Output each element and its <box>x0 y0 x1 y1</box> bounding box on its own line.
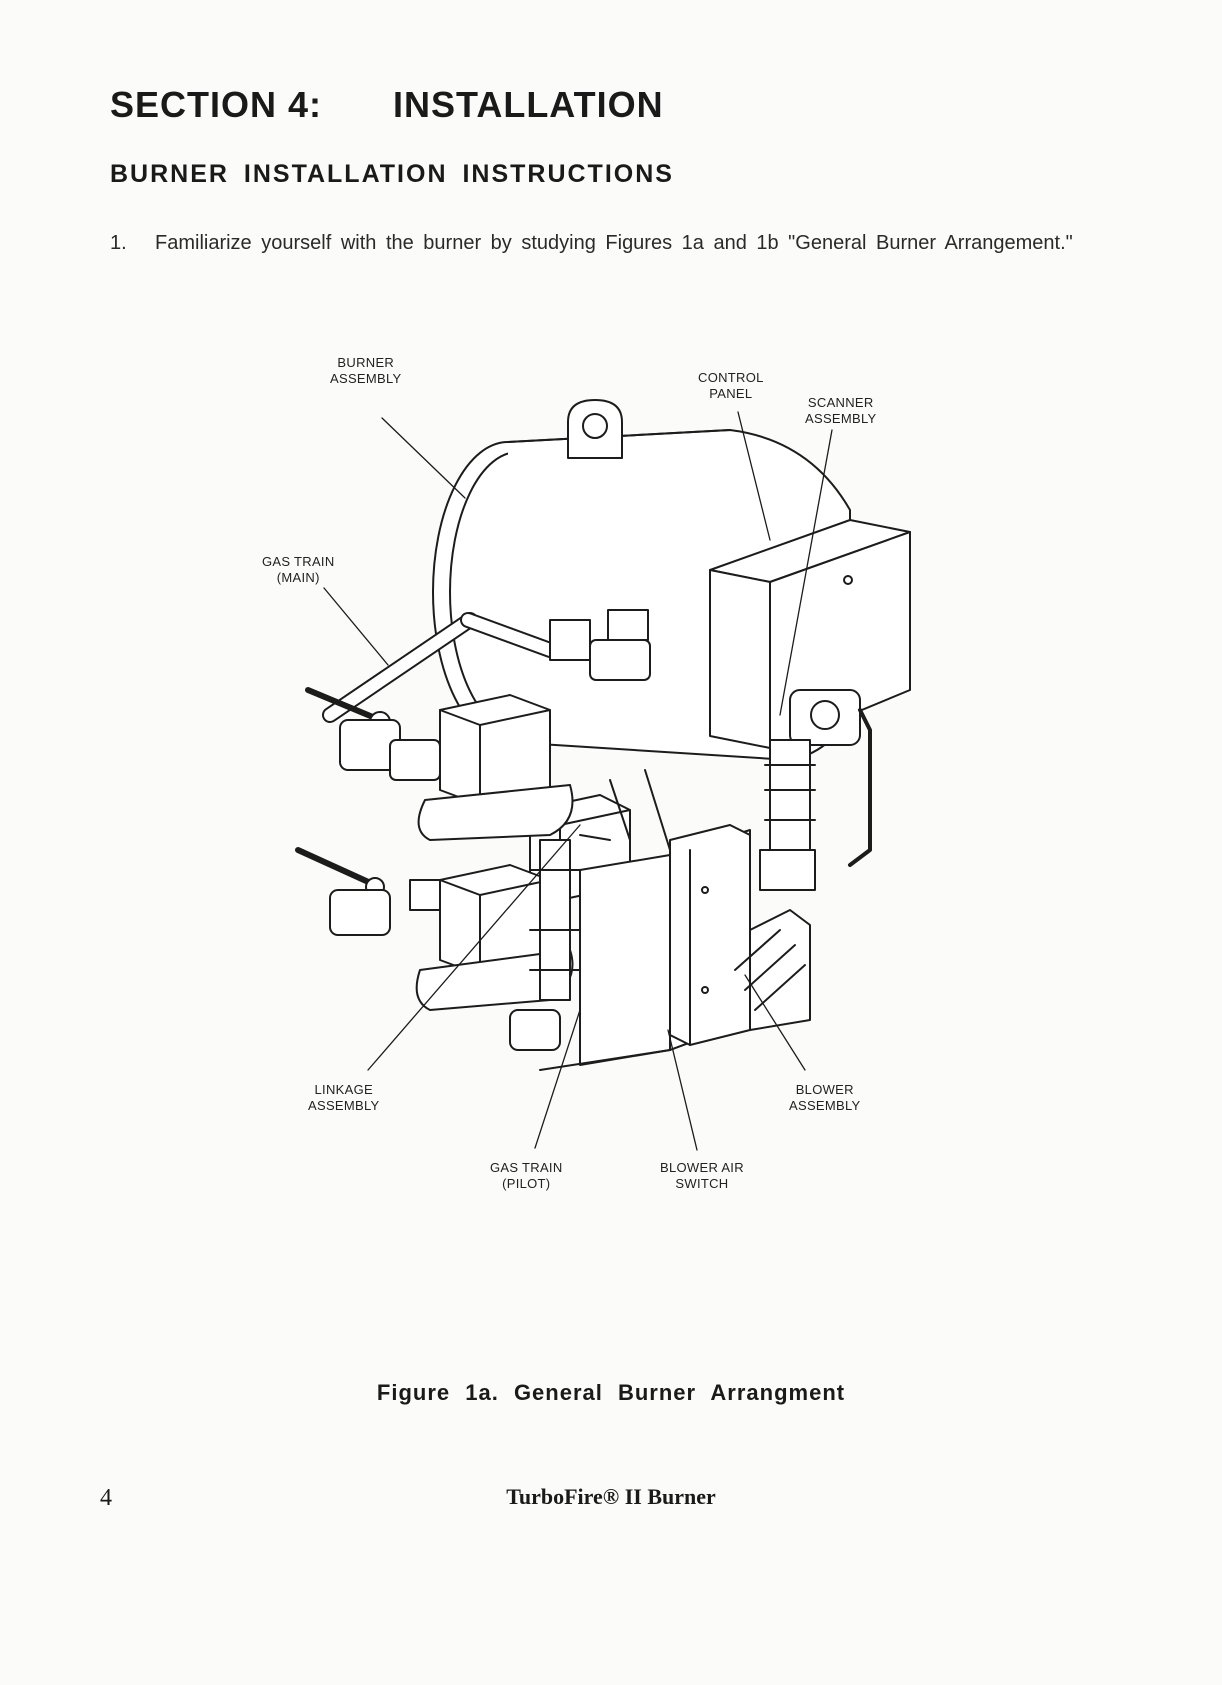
figure-caption: Figure 1a. General Burner Arrangment <box>376 1380 846 1405</box>
callout-blower-assembly: BLOWER ASSEMBLY <box>789 1082 861 1113</box>
scanner-drawing <box>759 689 872 891</box>
footer-title: TurboFire® II Burner <box>506 1484 716 1509</box>
step-text: Familiarize yourself with the burner by … <box>155 232 1073 254</box>
section-name: INSTALLATION <box>393 84 664 125</box>
callout-burner-assembly: BURNER ASSEMBLY <box>330 355 402 386</box>
step-number: 1. <box>110 232 127 254</box>
callout-control-panel: CONTROL PANEL <box>698 370 764 401</box>
section-title: SECTION 4: INSTALLATION <box>110 84 664 126</box>
main-gas-train-drawing <box>305 609 651 781</box>
instruction-step: 1. Familiarize yourself with the burner … <box>110 230 1110 256</box>
blower-drawing <box>669 824 811 1046</box>
page-number: 4 <box>100 1485 112 1511</box>
pilot-gas-train-drawing <box>295 839 581 1051</box>
subsection-title: BURNER INSTALLATION INSTRUCTIONS <box>110 160 674 188</box>
callout-scanner-assembly: SCANNER ASSEMBLY <box>805 395 877 426</box>
callout-leaders <box>323 411 833 1151</box>
burner-drawing <box>295 399 911 1151</box>
callout-gas-train-main: GAS TRAIN (MAIN) <box>262 554 335 585</box>
callout-gas-train-pilot: GAS TRAIN (PILOT) <box>490 1160 563 1191</box>
callout-blower-air-switch: BLOWER AIR SWITCH <box>660 1160 744 1191</box>
section-number: SECTION 4: <box>110 84 323 125</box>
burner-arrangement-figure: BURNER ASSEMBLY CONTROL PANEL SCANNER AS… <box>250 355 990 1270</box>
callout-linkage-assembly: LINKAGE ASSEMBLY <box>308 1082 380 1113</box>
